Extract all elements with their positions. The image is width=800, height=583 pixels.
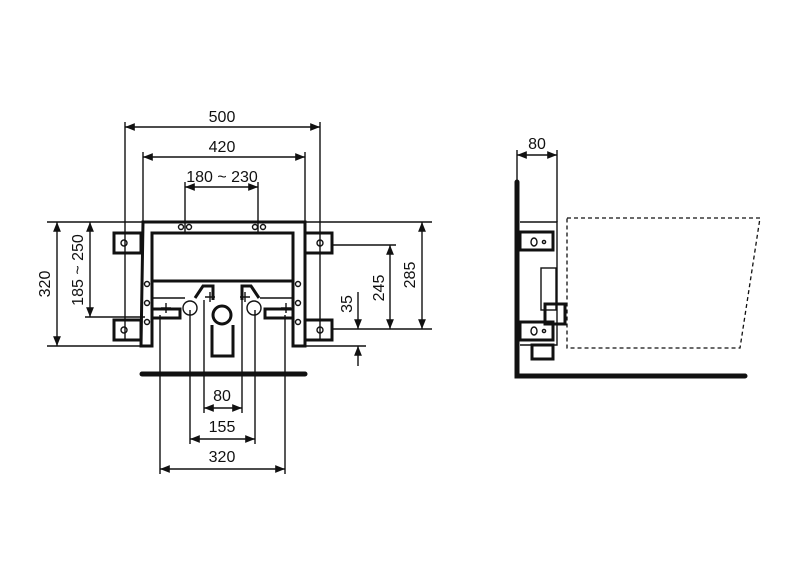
dim-155: 155 — [209, 419, 236, 436]
dim-185-250: 185 ~ 250 — [70, 234, 87, 306]
dim-285: 285 — [402, 262, 419, 289]
frame — [112, 220, 334, 358]
front-view: 500 420 180 ~ 230 320 185 ~ 250 35 245 2… — [37, 109, 432, 474]
dim-35: 35 — [339, 295, 356, 313]
dim-245: 245 — [371, 275, 388, 302]
dim-320-height: 320 — [37, 271, 54, 298]
dim-180-230: 180 ~ 230 — [186, 169, 258, 186]
frame-side — [518, 221, 567, 361]
dim-320-width: 320 — [209, 449, 236, 466]
dim-420: 420 — [209, 139, 236, 156]
dim-500: 500 — [209, 109, 236, 126]
wall-and-floor — [514, 179, 748, 379]
toilet-bowl-outline — [566, 217, 761, 349]
side-view: 80 — [514, 136, 761, 379]
dim-depth-80: 80 — [528, 136, 546, 153]
dim-80: 80 — [213, 388, 231, 405]
